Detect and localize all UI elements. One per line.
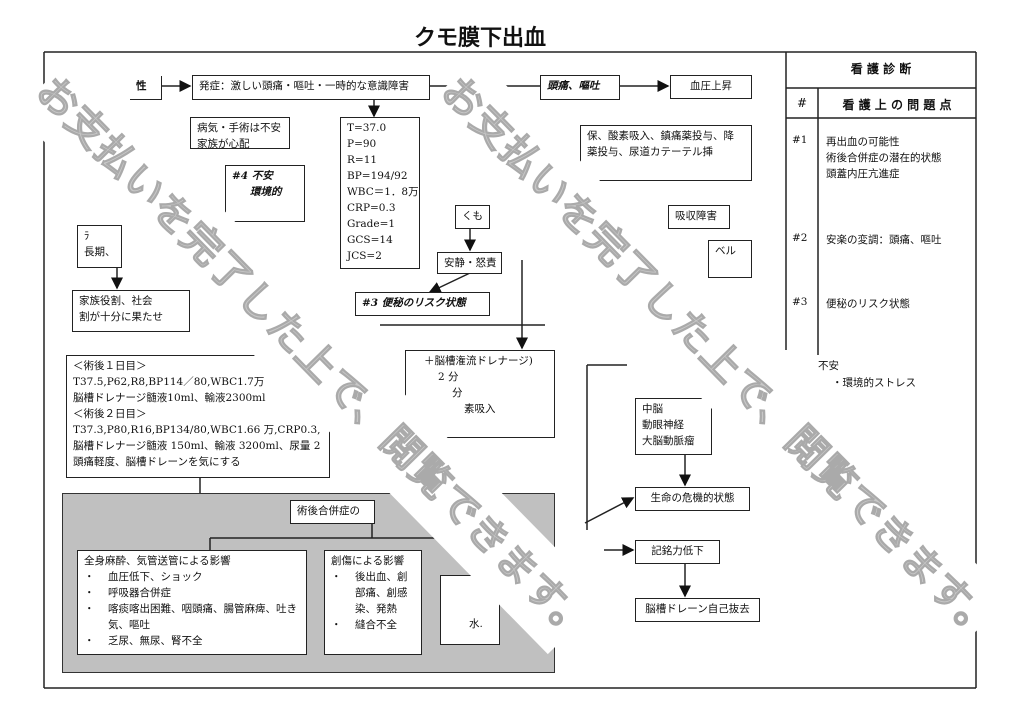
row-problem: 再出血の可能性 術後合併症の潜在的状態 頭蓋内圧亢進症 [826, 134, 942, 182]
vital-value: GCS=14 [347, 234, 393, 246]
headache-box: 頭痛、嘔吐 [540, 75, 620, 100]
list-item: ・ 喀痰喀出困難、咽頭痛、腸管麻痺、吐き気、嘔吐 [84, 601, 300, 633]
vital-value: CRP=0.3 [347, 202, 396, 214]
long-term-line: 長期、 [84, 246, 116, 258]
risk-factor-box: 性 [130, 76, 162, 100]
midbrain-line: 大脳動脈瘤 [642, 435, 695, 447]
long-term-line: ﾗ [84, 230, 90, 242]
row-num: #2 [792, 232, 808, 244]
anxiety-line: 家族が心配 [197, 138, 250, 149]
memory-decline-box: 記銘力低下 [635, 540, 720, 564]
drainage-line: 2 分 [438, 371, 459, 383]
anesthesia-effects-box: 全身麻酔、気管送管による影響 ・血圧低下、ショック ・呼吸器合併症 ・喀痰喀出困… [77, 550, 307, 655]
nursing-diagnosis-3-box: #3 便秘のリスク状態 [355, 292, 490, 316]
onset-box: 発症：激しい頭痛・嘔吐・一時的な意識障害 [192, 75, 430, 100]
col-num-header: # [796, 96, 808, 110]
level-box: ベル [708, 240, 752, 278]
row-problem: 安楽の変調：頭痛、嘔吐 [826, 234, 942, 246]
nd4-line: 環境的 [250, 186, 282, 198]
long-term-box: ﾗ 長期、 [77, 225, 122, 268]
treatment-line: 保、酸素吸入、鎮痛薬投与、降 [587, 130, 734, 142]
item-text: 縫合不全 [355, 619, 397, 631]
family-role-line: 割が十分に果たせ [79, 311, 163, 323]
drainage-box: ＋脳槽潅流ドレナージ) 2 分 分 素吸入 [405, 350, 555, 438]
postop-line: 脳槽ドレナージ髄液10ml、輸液2300ml [73, 392, 266, 404]
family-role-box: 家族役割、社会 割が十分に果たせ [72, 290, 190, 332]
item-text: 乏尿、無尿、腎不全 [108, 635, 203, 647]
vital-value: P=90 [347, 138, 377, 150]
anesthesia-title: 全身麻酔、気管送管による影響 [84, 555, 231, 567]
life-crisis-box: 生命の危機的状態 [635, 487, 750, 511]
vital-value: T=37.0 [347, 122, 387, 134]
vital-value: Grade=1 [347, 218, 396, 230]
kumo-box: くも [455, 205, 490, 229]
col-problem-header: 看 護 上 の 問 題 点 [842, 98, 952, 112]
midbrain-box: 中脳 動眼神経 大脳動脈瘤 [635, 398, 712, 455]
extra-line: 不安 [818, 360, 839, 372]
drainage-line: 素吸入 [464, 403, 496, 415]
page-title: クモ膜下出血 [413, 25, 546, 51]
bullet: ・ [84, 587, 95, 599]
item-text: 喀痰喀出困難、咽頭痛、腸管麻痺、吐き気、嘔吐 [108, 603, 297, 631]
nursing-diagnosis-4-box: #4 不安 環境的 [225, 165, 305, 222]
list-item: ・ 呼吸器合併症 [84, 585, 300, 601]
bullet: ・ [331, 571, 342, 583]
anxiety-box: 病気・手術は不安 家族が心配 [190, 117, 290, 149]
nd4-line: #4 不安 [232, 170, 273, 182]
postop-course-box: ＜術後１日目＞ T37.5,P62,R8,BP114／80,WBC1.7万 脳槽… [66, 355, 330, 478]
absorption-box: 吸収障害 [668, 205, 730, 229]
problem-line: 頭蓋内圧亢進症 [826, 168, 900, 180]
drain-removal-box: 脳槽ドレーン自己抜去 [635, 598, 760, 622]
postop-line: 頭痛軽度、脳槽ドレーンを気にする [73, 456, 241, 468]
rest-box: 安静・怒責 [437, 252, 502, 274]
list-item: ・ 縫合不全 [331, 617, 415, 633]
drainage-line: ＋脳槽潅流ドレナージ) [424, 355, 533, 367]
family-role-line: 家族役割、社会 [79, 295, 153, 307]
drainage-line: 分 [452, 387, 463, 399]
midbrain-line: 動眼神経 [642, 419, 684, 431]
anxiety-line: 病気・手術は不安 [197, 122, 281, 134]
treatment-box: 保、酸素吸入、鎮痛薬投与、降 薬投与、尿道カテーテル挿 [580, 125, 752, 181]
bp-rise-box: 血圧上昇 [670, 75, 752, 99]
item-text: 呼吸器合併症 [108, 587, 171, 599]
postop-line: T37.3,P80,R16,BP134/80,WBC1.66 万,CRP0.3, [73, 424, 321, 436]
item-text: 後出血、創部痛、創感染、発熱 [355, 571, 408, 615]
item-text: 血圧低下、ショック [108, 571, 203, 583]
treatment-line: 薬投与、尿道カテーテル挿 [587, 146, 713, 158]
vital-value: BP=194/92 [347, 170, 408, 182]
complications-title-box: 術後合併症の [290, 500, 375, 524]
postop-line: ＜術後１日目＞ [73, 360, 147, 372]
vital-value: R=11 [347, 154, 378, 166]
midbrain-line: 中脳 [642, 403, 663, 415]
bullet: ・ [84, 603, 95, 615]
problem-line: 再出血の可能性 [826, 136, 900, 148]
list-item: ・ 血圧低下、ショック [84, 569, 300, 585]
vitals-box: T=37.0 P=90 R=11 BP=194/92 WBC＝1．8万 CRP=… [340, 117, 420, 269]
list-item: ・ 後出血、創部痛、創感染、発熱 [331, 569, 415, 617]
vital-value: WBC＝1．8万 [347, 186, 419, 198]
problem-line: 術後合併症の潜在的状態 [826, 152, 942, 164]
row-num: #1 [792, 134, 808, 146]
extra-problem: 不安 ・環境的ストレス [818, 358, 916, 392]
postop-line: T37.5,P62,R8,BP114／80,WBC1.7万 [73, 376, 265, 388]
postop-line: ＜術後２日目＞ [73, 408, 147, 420]
list-item: ・ 乏尿、無尿、腎不全 [84, 633, 300, 649]
row-problem: 便秘のリスク状態 [826, 298, 910, 310]
wound-title: 創傷による影響 [331, 555, 405, 567]
extra-line: ・環境的ストレス [832, 377, 916, 389]
bullet: ・ [331, 619, 342, 631]
postop-line: 脳槽ドレナージ髄液 150ml、輸液 3200ml、尿量 2 [73, 440, 321, 452]
bullet: ・ [84, 571, 95, 583]
nursing-table-header: 看 護 診 断 [850, 62, 912, 76]
vital-value: JCS=2 [347, 250, 382, 262]
row-num: #3 [792, 296, 808, 308]
bullet: ・ [84, 635, 95, 647]
wound-effects-box: 創傷による影響 ・後出血、創部痛、創感染、発熱 ・縫合不全 [324, 550, 422, 655]
